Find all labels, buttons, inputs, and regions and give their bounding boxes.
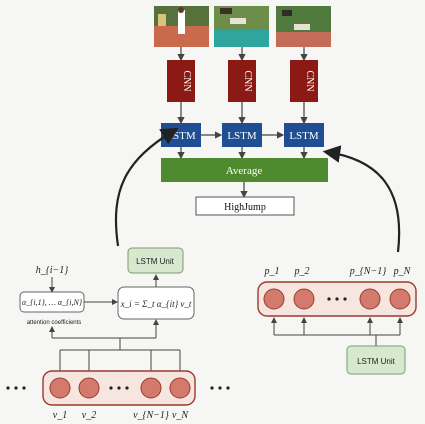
v-label: v_2 <box>82 410 96 421</box>
lstm-unit-label-left: LSTM Unit <box>136 257 175 266</box>
lstm-block-2: LSTM <box>222 123 262 147</box>
pose-curve-arrow <box>322 145 401 253</box>
lstm-label: LSTM <box>289 130 319 142</box>
cnn-label: CNN <box>242 70 253 91</box>
cnn-label: CNN <box>181 70 192 91</box>
feature-node <box>49 377 71 399</box>
v-label: v_N <box>172 410 189 421</box>
video-frame-2 <box>214 6 269 47</box>
lstm-unit-box-left <box>127 247 184 274</box>
p-label: p_N <box>393 266 412 277</box>
pose-node <box>293 288 315 310</box>
lstm-to-average-arrows <box>177 147 308 160</box>
ellipsis-dots <box>6 386 230 390</box>
feature-node <box>78 377 100 399</box>
pose-panel: p_1 p_2 p_{N−1} p_N LSTM Unit <box>257 266 417 375</box>
p-label: p_1 <box>264 266 280 277</box>
p-label: p_{N−1} <box>349 266 386 277</box>
output-label: HighJump <box>224 202 266 213</box>
cnn-block-1: CNN <box>167 60 195 102</box>
v-label: v_1 <box>53 410 67 421</box>
video-frame-3 <box>276 6 331 47</box>
average-block: Average <box>161 158 328 182</box>
pose-node <box>359 288 381 310</box>
cnn-to-lstm-arrows <box>177 102 308 125</box>
p-label: p_2 <box>294 266 310 277</box>
feature-node <box>140 377 162 399</box>
h-prev-label: h_{i−1} <box>36 265 69 276</box>
feature-node <box>169 377 191 399</box>
output-box: HighJump <box>195 196 295 216</box>
pose-node <box>389 288 411 310</box>
pose-node <box>263 288 285 310</box>
v-label: v_{N−1} <box>133 410 169 421</box>
attention-curve-arrow <box>114 127 179 247</box>
ellipsis-dots <box>327 297 347 301</box>
cnn-block-3: CNN <box>290 60 318 102</box>
attention-coeffs-caption: attention coefficients <box>27 320 82 326</box>
average-label: Average <box>226 165 263 177</box>
lstm-block-3: LSTM <box>284 123 324 147</box>
lstm-unit-label-right: LSTM Unit <box>357 357 396 366</box>
attention-panel: h_{i−1} α_{i,1}, … α_{i,N} attention coe… <box>6 247 230 421</box>
formula-text: x_i = Σ_t α_{it} v_t <box>120 299 192 309</box>
cnn-label: CNN <box>304 70 315 91</box>
attention-coeffs-text: α_{i,1}, … α_{i,N} <box>22 298 83 307</box>
video-frame-1 <box>154 6 209 47</box>
cnn-block-2: CNN <box>228 60 256 102</box>
lstm-label: LSTM <box>227 130 257 142</box>
frame-to-cnn-arrows <box>177 47 308 62</box>
lstm-unit-box-right <box>346 345 406 375</box>
